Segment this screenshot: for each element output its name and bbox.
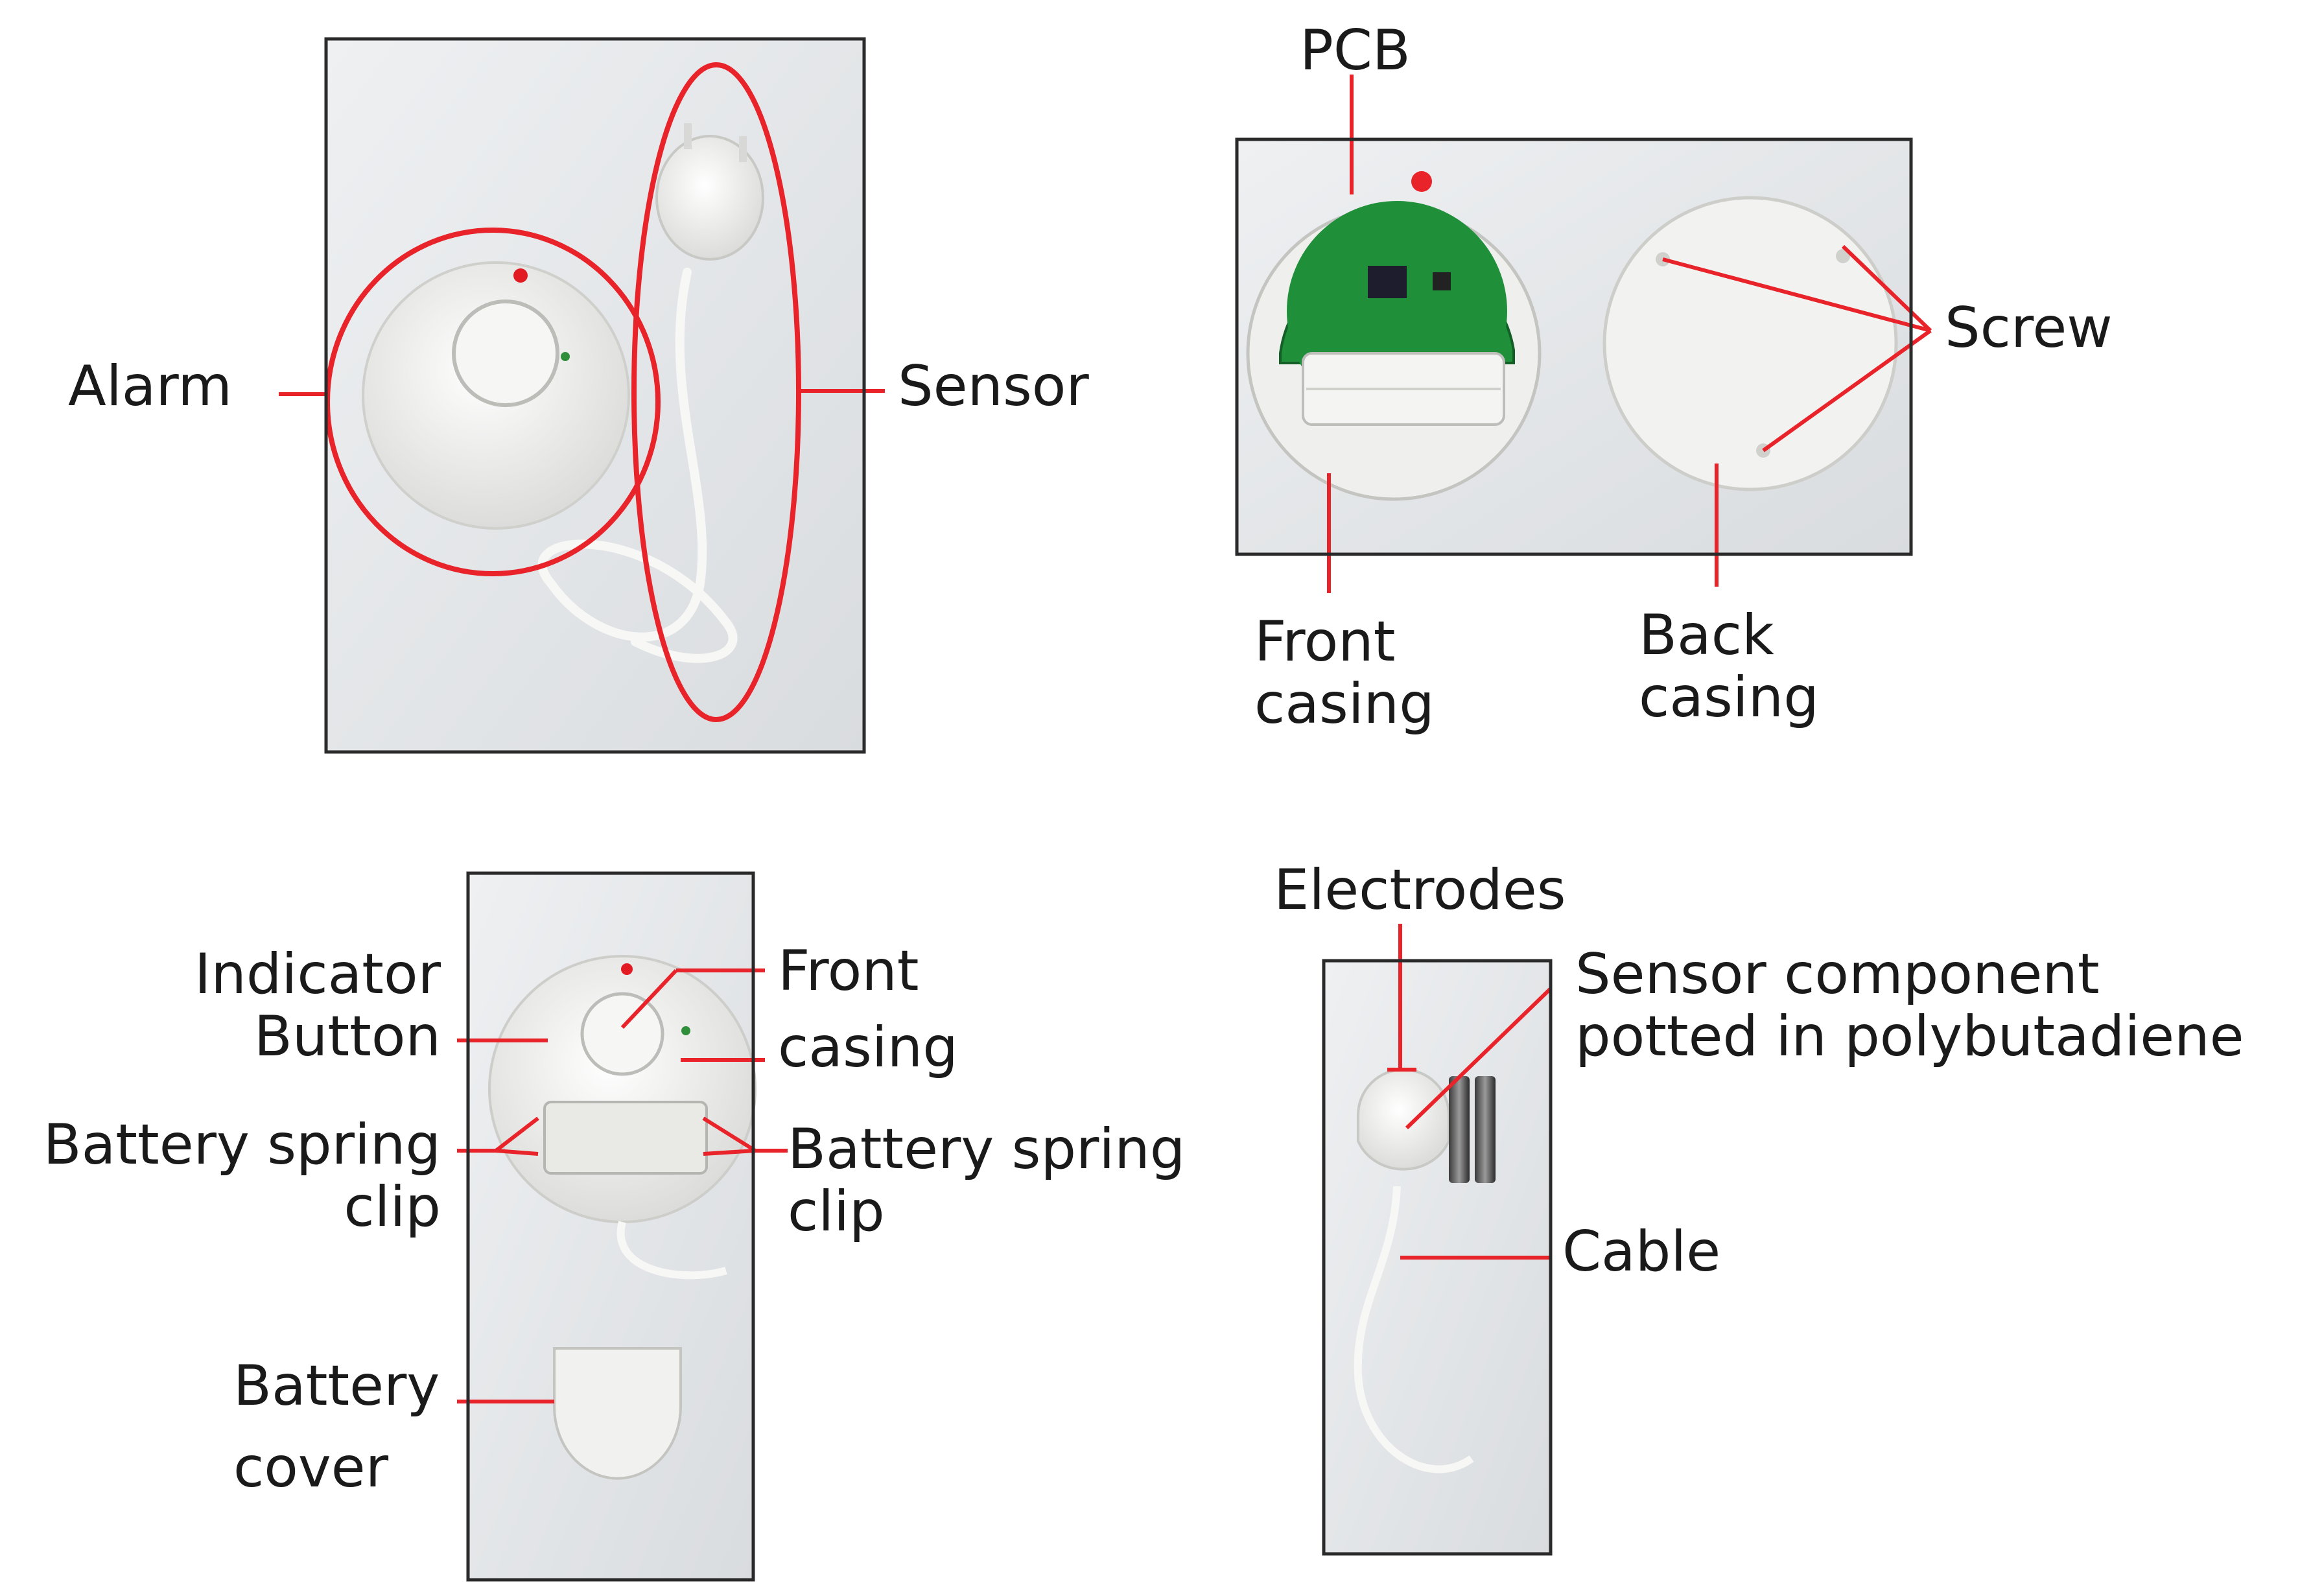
sensor-cable	[1354, 1186, 1474, 1473]
label-cable: Cable	[1562, 1219, 1721, 1284]
panel-open-unit	[1235, 75, 1932, 593]
sensor-cable	[537, 268, 738, 663]
screw-leader-line	[1841, 244, 1932, 333]
sensor-electrode-right	[739, 136, 747, 162]
alarm-green-led	[561, 352, 570, 361]
back-casing-shell	[1602, 196, 1898, 491]
pcb-chip-small	[1433, 272, 1451, 290]
indicator-button-ring	[580, 992, 664, 1076]
panel-battery-side	[457, 871, 788, 1582]
label-spring-left-line1: Battery spring	[43, 1112, 441, 1177]
label-battery-cover-line2: cover	[233, 1435, 389, 1501]
label-battery-cover: Battery cover	[233, 1355, 440, 1499]
label-component-line2: potted in polybutadiene	[1575, 1004, 2244, 1070]
label-spring-right-line2: clip	[788, 1179, 885, 1245]
label-sensor-component: Sensor component potted in polybutadiene	[1575, 943, 2244, 1068]
component-leader-line	[1405, 987, 1553, 1130]
spring-clip-right-leader	[703, 1149, 756, 1156]
label-component-line1: Sensor component	[1575, 942, 2100, 1007]
label-indicator-line2: Button	[253, 1004, 441, 1070]
label-spring-right-line1: Battery spring	[788, 1117, 1186, 1182]
indicator-green-led	[681, 1026, 690, 1035]
label-battery-spring-clip-left: Battery spring clip	[13, 1114, 441, 1239]
label-back-casing: Back casing	[1639, 604, 1819, 729]
label-spring-left-line2: clip	[344, 1175, 441, 1240]
label-sensor: Sensor	[898, 354, 1089, 419]
label-pcb: PCB	[1300, 18, 1411, 83]
label-battery-spring-clip-right: Battery spring clip	[788, 1118, 1185, 1243]
label-front-casing-2-line1: Front	[778, 939, 919, 1003]
label-back-casing-line1: Back	[1639, 603, 1774, 668]
cable	[616, 1221, 727, 1280]
spring-clip-left-leader	[495, 1116, 539, 1153]
label-battery-cover-line1: Battery	[233, 1354, 440, 1418]
spring-clip-right-leader	[702, 1116, 757, 1153]
label-front-casing-2-line2: casing	[778, 1015, 958, 1081]
photo-frame	[324, 37, 866, 754]
panel-sensor-detail	[1322, 924, 1553, 1556]
photo-frame	[1322, 959, 1553, 1556]
label-front-casing-line1: Front	[1254, 609, 1396, 674]
pcb-chip	[1368, 266, 1407, 298]
label-front-casing-line2: casing	[1254, 672, 1435, 737]
label-front-casing-2: Front casing	[778, 940, 958, 1079]
alarm-red-led	[513, 268, 528, 283]
pcb-red-led	[1411, 171, 1432, 192]
label-alarm: Alarm	[68, 354, 233, 419]
photo-frame	[1235, 137, 1913, 556]
sensor-puck	[655, 135, 764, 261]
sensor-body	[1357, 1068, 1450, 1171]
label-screw: Screw	[1945, 296, 2113, 360]
label-indicator-button: Indicator Button	[97, 943, 441, 1068]
label-electrodes: Electrodes	[1274, 858, 1566, 922]
alarm-button-ring	[452, 299, 559, 407]
front-casing-leader-line	[620, 968, 678, 1029]
panel-alarm-overview	[279, 37, 885, 754]
screw-leader-line	[1662, 257, 1931, 333]
screw-hole	[1836, 249, 1850, 263]
screw-leader-line	[1762, 329, 1932, 452]
indicator-red-led	[621, 963, 633, 975]
spring-clip-left-leader	[495, 1149, 539, 1156]
battery-1	[1449, 1076, 1470, 1183]
label-indicator-line1: Indicator	[194, 942, 441, 1007]
battery-cover-part	[553, 1347, 682, 1480]
sensor-electrode-left	[684, 123, 692, 149]
label-front-casing: Front casing	[1254, 611, 1435, 736]
photo-frame	[466, 871, 755, 1582]
battery-2	[1475, 1076, 1496, 1183]
battery-compartment	[543, 1101, 708, 1175]
label-back-casing-line2: casing	[1639, 665, 1819, 731]
